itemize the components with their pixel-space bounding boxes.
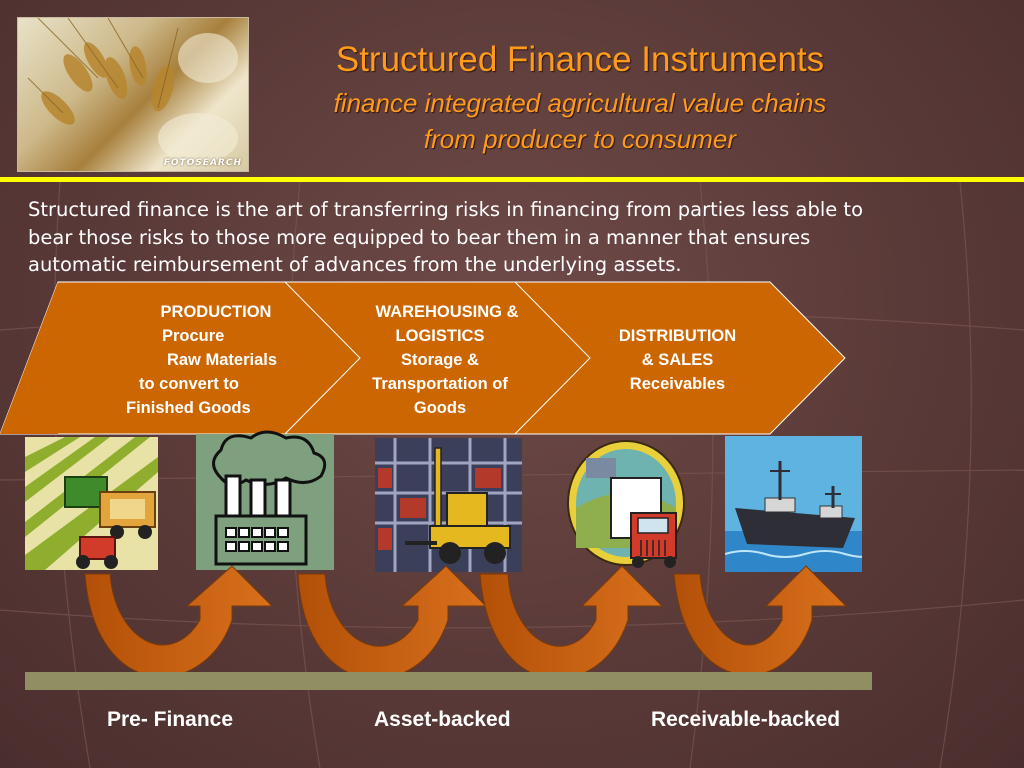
wheat-photo: FOTOSEARCH	[17, 17, 249, 172]
page-title: Structured Finance Instruments	[335, 40, 825, 79]
harvester-field-icon	[25, 437, 158, 570]
value-chain-chevrons	[0, 281, 846, 435]
wheat-icon	[27, 18, 238, 163]
stage-warehousing-line-5: Goods	[413, 399, 467, 417]
stage-warehousing-line-2: LOGISTICS	[395, 327, 485, 345]
financing-base-bar	[25, 672, 872, 690]
stage-production-line-5: Finished Goods	[126, 399, 251, 417]
photo-credit: FOTOSEARCH	[163, 158, 242, 168]
stage-production: PRODUCTION Procure Raw Materials to conv…	[112, 300, 302, 420]
forklift-warehouse-icon	[375, 438, 522, 572]
stage-warehousing-line-4: Transportation of	[372, 375, 508, 393]
arrow-pre-finance	[84, 565, 274, 678]
truck-icon	[567, 440, 685, 568]
stage-distribution: DISTRIBUTION & SALES Receivables	[585, 324, 770, 396]
arrow-receivable-backed	[673, 565, 848, 676]
stage-distribution-line-1: DISTRIBUTION	[618, 327, 737, 345]
page-subtitle-line-2: from producer to consumer	[423, 124, 737, 154]
stage-warehousing-line-3: Storage &	[401, 351, 479, 369]
stage-production-line-3: Raw Materials	[166, 351, 278, 369]
chevron-production-tail	[0, 282, 58, 434]
stage-warehousing: WAREHOUSING & LOGISTICS Storage & Transp…	[345, 300, 535, 420]
stage-distribution-line-2: & SALES	[641, 351, 714, 369]
intro-line-3: automatic reimbursement of advances from…	[28, 253, 682, 276]
factory-icon	[196, 430, 334, 570]
label-asset-backed: Asset-backed	[374, 708, 511, 731]
intro-line-2: bear those risks to those more equipped …	[28, 225, 811, 249]
arrow-asset-backed-1	[297, 565, 488, 680]
cargo-ship-icon	[725, 436, 862, 572]
stage-production-line-2: Procure	[162, 327, 225, 345]
intro-paragraph: Structured finance is the art of transfe…	[28, 196, 1018, 279]
label-pre-finance: Pre- Finance	[107, 708, 234, 731]
stage-distribution-line-3: Receivables	[629, 375, 726, 393]
intro-line-1: Structured finance is the art of transfe…	[28, 198, 864, 221]
page-subtitle-line-1: finance integrated agricultural value ch…	[333, 88, 827, 118]
stage-production-line-1: PRODUCTION	[160, 303, 272, 321]
arrow-asset-backed-2	[479, 565, 664, 680]
stage-production-line-4: to convert to	[139, 375, 239, 393]
stage-warehousing-line-1: WAREHOUSING &	[375, 303, 519, 321]
title-divider	[0, 177, 1024, 182]
finance-flow-arrows	[84, 565, 848, 680]
label-receivable-backed: Receivable-backed	[651, 708, 841, 731]
